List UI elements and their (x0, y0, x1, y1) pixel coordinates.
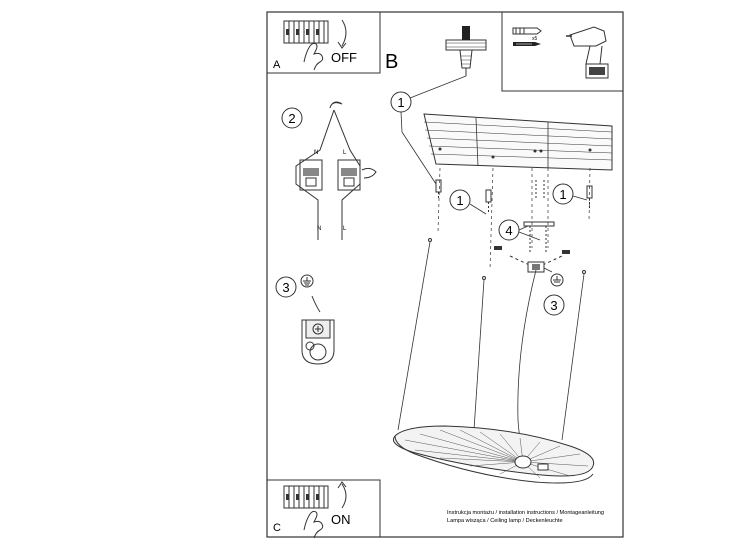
switch-on-arrow-icon (337, 481, 347, 509)
side-screw-icon (494, 246, 570, 254)
wire-l-bottom: L (343, 226, 347, 232)
wiring-diagram: 2 N L N L (281, 101, 377, 240)
switch-off-arrow-icon (337, 19, 347, 49)
fuse-box-icon-c (283, 485, 329, 509)
footer-instructions: Instrukcja montażu / installation instru… (447, 510, 604, 516)
ceiling-canopy (423, 113, 613, 171)
ground-terminal-icon (301, 319, 335, 365)
ground-symbol-icon-small (550, 273, 564, 287)
drill-icon (566, 26, 609, 79)
guide-lines (437, 167, 591, 271)
panel-a: OFF A (266, 11, 381, 74)
mounting-bracket: 4 (494, 219, 570, 287)
terminal-block-l-icon (337, 159, 361, 191)
hand-icon (303, 42, 324, 71)
ground-symbol-icon (300, 274, 314, 288)
step-4-number: 4 (505, 223, 512, 238)
step-3-callout-right: 3 (543, 294, 565, 316)
on-label: ON (331, 512, 351, 527)
step-1-callout-left: 1 (390, 91, 437, 185)
screw-and-plug-icon (512, 27, 542, 46)
tools-box: x5 (501, 11, 624, 92)
step-1-number-right: 1 (559, 187, 566, 202)
step-2-number: 2 (288, 111, 295, 126)
off-label: OFF (331, 50, 357, 65)
fuse-box-icon (283, 20, 329, 44)
page-frame (266, 11, 624, 538)
step-3-number-right: 3 (550, 298, 557, 313)
grounding-diagram: 3 (275, 274, 335, 365)
hand-icon-c (303, 510, 324, 539)
step-1-callout-middle: 1 (449, 189, 487, 215)
terminal-block-n-icon (299, 159, 323, 191)
canopy-screw-holes (438, 147, 592, 159)
lamp-shade (392, 425, 595, 484)
suspension-cables (397, 238, 586, 457)
screw-count: x5 (532, 36, 538, 42)
panel-b-letter: B (385, 51, 398, 73)
wire-n-bottom: N (317, 226, 321, 232)
panel-c: ON C (266, 479, 381, 539)
wire-l-top: L (343, 150, 347, 156)
step-1-callout-right: 1 (552, 183, 588, 205)
screwdriver-hand-icon (361, 167, 377, 179)
step-1-number-middle: 1 (456, 193, 463, 208)
ceiling-anchor-icon (445, 26, 487, 76)
panel-a-letter: A (273, 59, 281, 71)
panel-c-letter: C (273, 522, 281, 534)
wire-n-top: N (314, 150, 318, 156)
step-3-number: 3 (282, 280, 289, 295)
step-1-number: 1 (397, 95, 404, 110)
footer-product: Lampa wisząca / Ceiling lamp / Deckenleu… (447, 518, 563, 524)
